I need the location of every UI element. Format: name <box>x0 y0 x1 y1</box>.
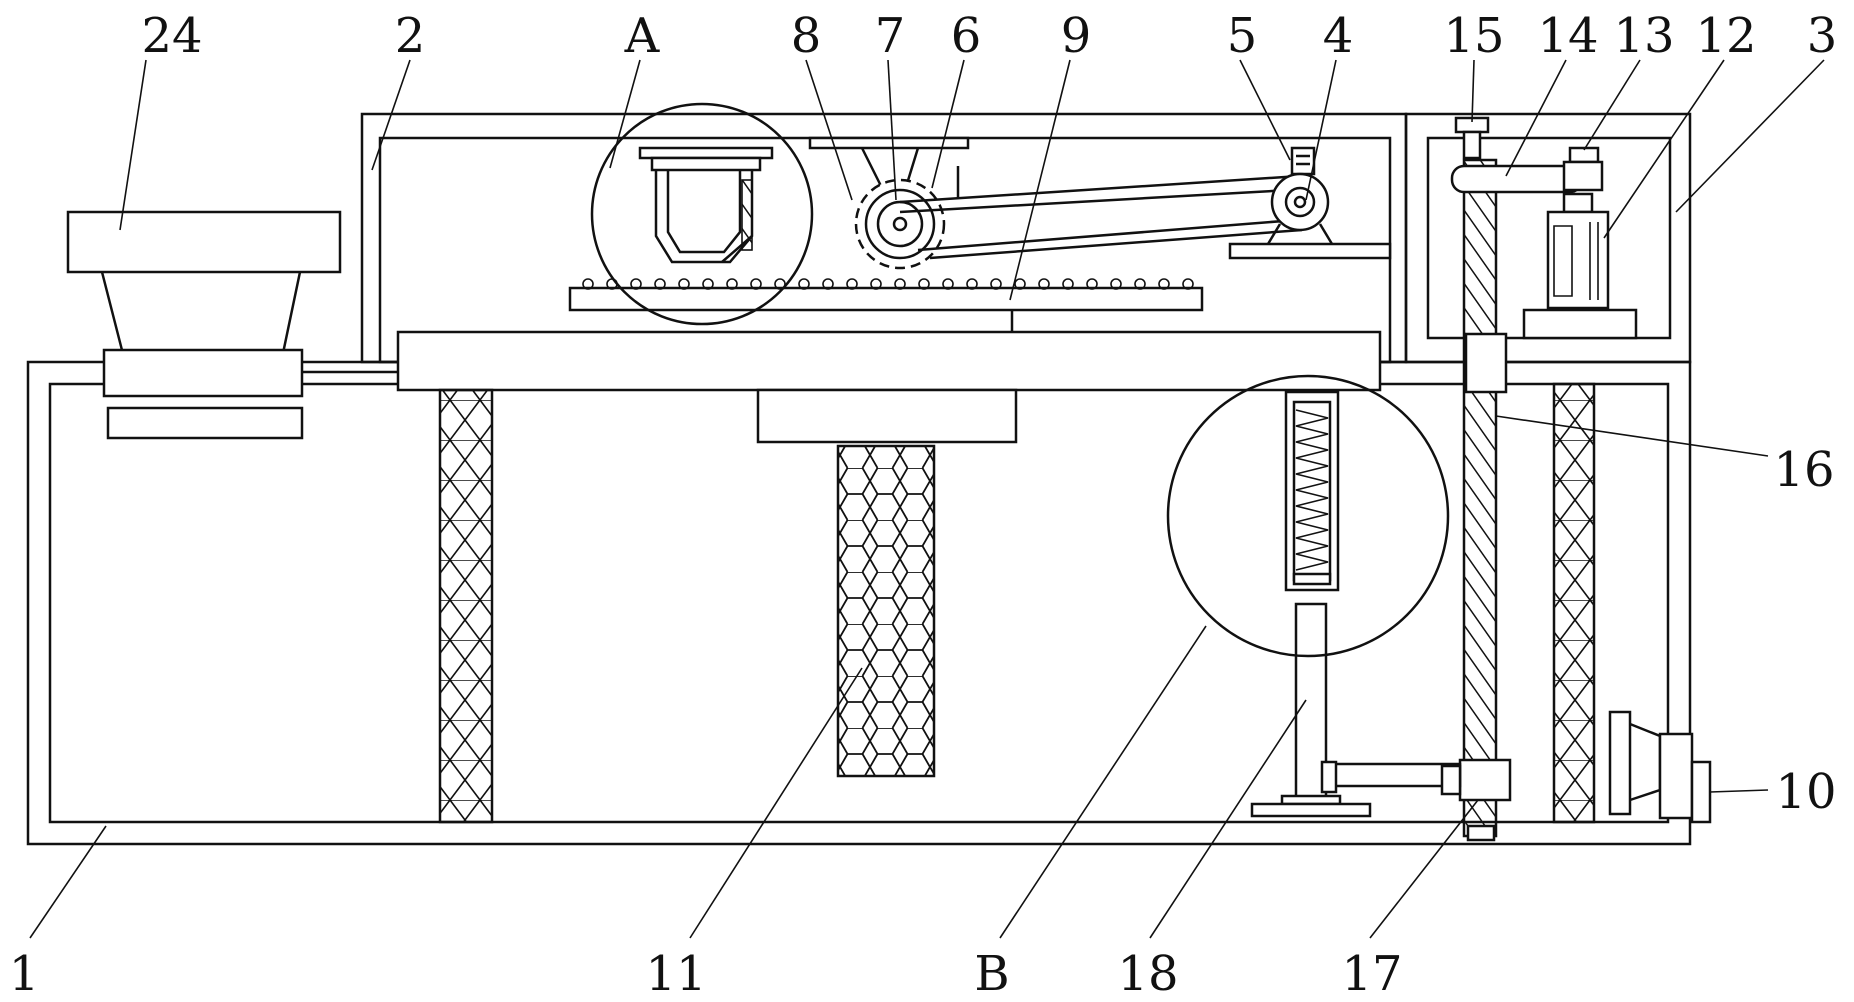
label-8: 8 <box>791 8 822 64</box>
outlet-pipe <box>1608 710 1712 824</box>
support-column-left <box>438 388 494 824</box>
detail-circle-b <box>1166 374 1450 658</box>
label-15: 15 <box>1443 8 1504 64</box>
honeycomb-filter <box>836 444 936 778</box>
frame-plate <box>396 330 1382 444</box>
part-labels: 24 2 A 8 7 6 9 5 4 15 14 13 12 3 16 10 1… <box>9 8 1838 1002</box>
label-a: A <box>624 8 661 64</box>
slide-nut <box>1332 758 1512 802</box>
nozzle-assembly <box>638 146 774 264</box>
label-17: 17 <box>1341 946 1402 1002</box>
sleeve-block <box>1464 332 1508 394</box>
lead-screw <box>1454 116 1498 842</box>
label-b: B <box>974 946 1009 1002</box>
spring-housing <box>1284 390 1340 592</box>
label-7: 7 <box>875 8 906 64</box>
label-12: 12 <box>1695 8 1756 64</box>
vertical-rod <box>1250 602 1372 818</box>
label-4: 4 <box>1323 8 1354 64</box>
feed-hopper <box>66 210 398 440</box>
label-24: 24 <box>141 8 202 64</box>
label-11: 11 <box>645 946 706 1002</box>
drive-motor <box>1228 146 1392 260</box>
drive-belt <box>899 174 1303 260</box>
lift-motor <box>1522 192 1638 340</box>
label-13: 13 <box>1613 8 1674 64</box>
label-1: 1 <box>9 946 40 1002</box>
rack-bar <box>568 278 1204 332</box>
label-2: 2 <box>395 8 426 64</box>
label-18: 18 <box>1117 946 1178 1002</box>
label-3: 3 <box>1807 8 1838 64</box>
label-16: 16 <box>1773 442 1834 498</box>
label-5: 5 <box>1227 8 1258 64</box>
transmission-arm <box>1450 146 1604 194</box>
label-10: 10 <box>1775 764 1836 820</box>
leader-lines <box>29 59 1825 939</box>
detail-circle-a <box>590 102 814 326</box>
label-9: 9 <box>1061 8 1092 64</box>
label-14: 14 <box>1537 8 1598 64</box>
drive-gear <box>854 178 946 270</box>
support-column-right <box>1552 382 1596 824</box>
label-6: 6 <box>951 8 982 64</box>
